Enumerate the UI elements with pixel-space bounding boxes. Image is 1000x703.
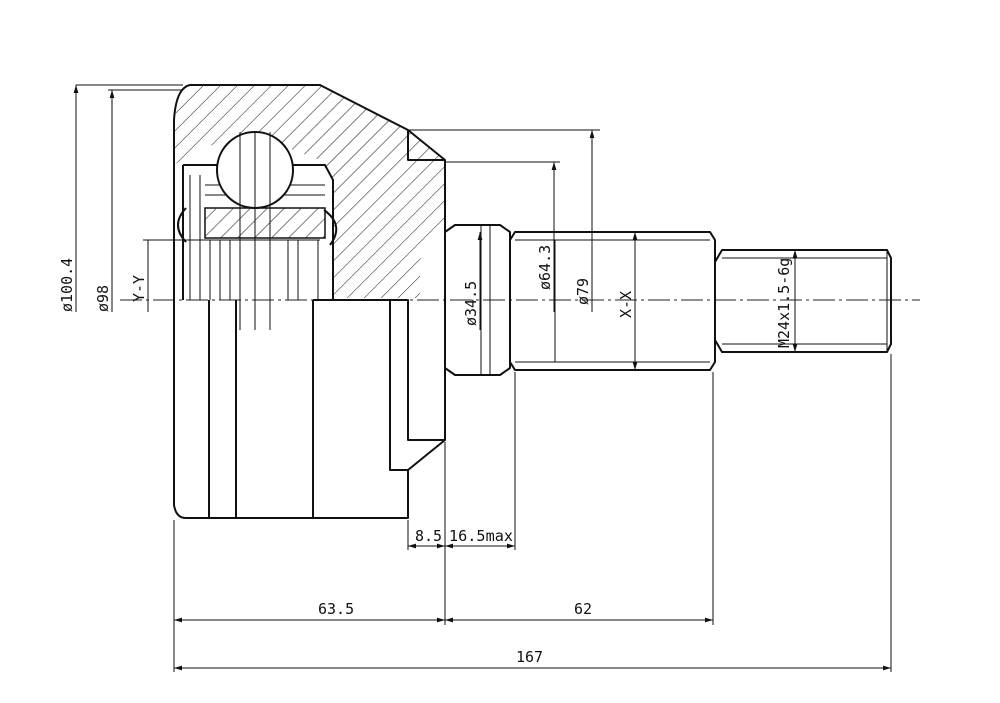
label-167: 167 (516, 648, 543, 666)
label-63-5: 63.5 (318, 600, 354, 618)
label-62: 62 (574, 600, 592, 618)
dim-dia-64-3 (445, 161, 560, 312)
label-dia-34-5: ø34.5 (462, 281, 480, 326)
neck (444, 224, 511, 376)
extension-lines (173, 354, 892, 672)
threaded-stub (714, 249, 892, 353)
spline-shaft (509, 231, 716, 371)
dim-dia-100-4 (73, 84, 183, 312)
label-8-5: 8.5 (415, 527, 442, 545)
label-16-5: 16.5max (449, 527, 513, 545)
dim-dia-98 (108, 89, 183, 312)
dim-dia-79 (408, 129, 600, 312)
yy-marker (143, 239, 320, 312)
label-dia-98: ø98 (94, 285, 112, 312)
bell-section (173, 84, 446, 300)
ball (177, 131, 338, 330)
label-thread: M24x1.5-6g (775, 258, 793, 348)
label-dia-100-4: ø100.4 (58, 258, 76, 312)
label-section-xx: X-X (617, 291, 635, 318)
label-dia-79: ø79 (574, 278, 592, 305)
bell-exterior (173, 299, 446, 519)
label-section-yy: Y-Y (130, 275, 148, 302)
label-dia-64-3: ø64.3 (536, 245, 554, 290)
